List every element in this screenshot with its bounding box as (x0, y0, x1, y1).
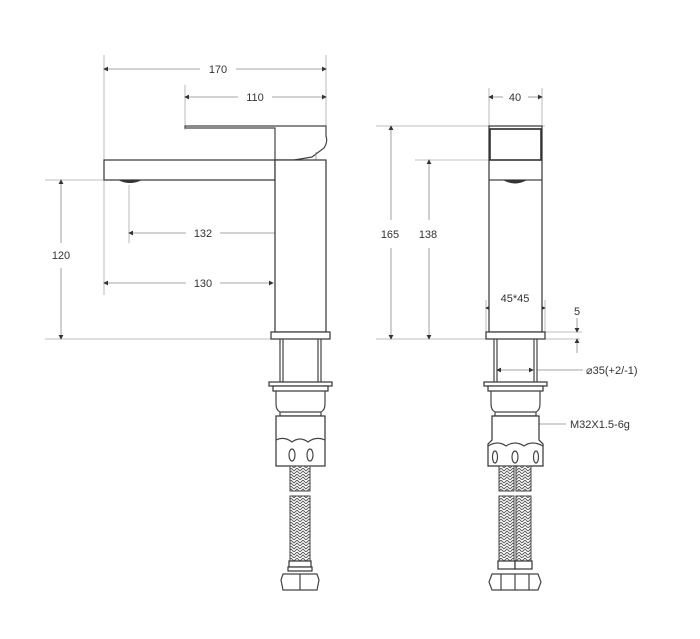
dim-40: 40 (509, 92, 521, 104)
dim-thread: M32X1.5-6g (570, 419, 630, 431)
dim-138: 138 (419, 229, 437, 241)
dim-120: 120 (52, 250, 70, 262)
side-view (45, 55, 333, 591)
dim-165: 165 (381, 229, 399, 241)
dim-5: 5 (574, 306, 580, 318)
dim-mounting-hole: ⌀35(+2/-1) (586, 365, 638, 377)
dim-130: 130 (194, 278, 212, 290)
dim-132: 132 (194, 228, 212, 240)
dim-170: 170 (209, 64, 227, 76)
front-view (376, 88, 583, 591)
dim-110: 110 (246, 92, 264, 104)
dim-45x45: 45*45 (501, 293, 530, 305)
